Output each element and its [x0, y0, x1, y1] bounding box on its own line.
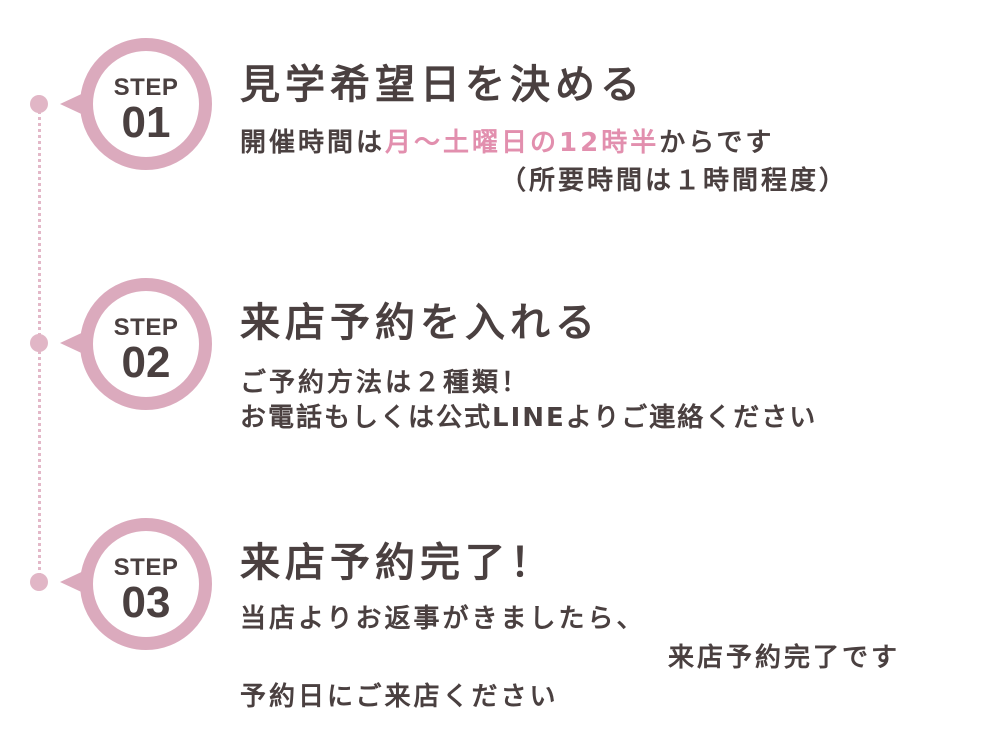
step-badge-number: 01: [121, 98, 171, 147]
step-description-line-3: 予約日にご来店ください: [240, 682, 559, 712]
step-badge-label: STEP: [113, 554, 179, 581]
step-description-line-1: ご予約方法は２種類！: [240, 368, 531, 398]
timeline-node-2: [30, 334, 48, 352]
step-badge-label: STEP: [113, 74, 179, 101]
description-text: 開催時間は: [240, 128, 386, 158]
highlight-text: 月～土曜日の12時半: [385, 128, 660, 158]
step-badge-1: STEP 01: [80, 38, 212, 170]
step-title: 来店予約完了！: [240, 540, 555, 586]
step-title: 来店予約を入れる: [240, 300, 600, 346]
step-description-line-1: 開催時間は月～土曜日の12時半からです: [240, 122, 774, 159]
step-description-line-2: 来店予約完了です: [668, 643, 901, 673]
step-badge-label: STEP: [113, 314, 179, 341]
step-badge-number: 03: [121, 578, 171, 627]
step-description-line-2: お電話もしくは公式LINEよりご連絡ください: [240, 403, 818, 433]
step-badge-number: 02: [121, 338, 171, 387]
step-title: 見学希望日を決める: [240, 62, 645, 108]
description-text: からです: [659, 128, 775, 158]
step-description-line-2: （所要時間は１時間程度）: [500, 166, 849, 196]
timeline-node-1: [30, 95, 48, 113]
step-badge-3: STEP 03: [80, 518, 212, 650]
step-description-line-1: 当店よりお返事がきましたら、: [240, 604, 646, 634]
timeline-node-3: [30, 573, 48, 591]
step-badge-2: STEP 02: [80, 278, 212, 410]
